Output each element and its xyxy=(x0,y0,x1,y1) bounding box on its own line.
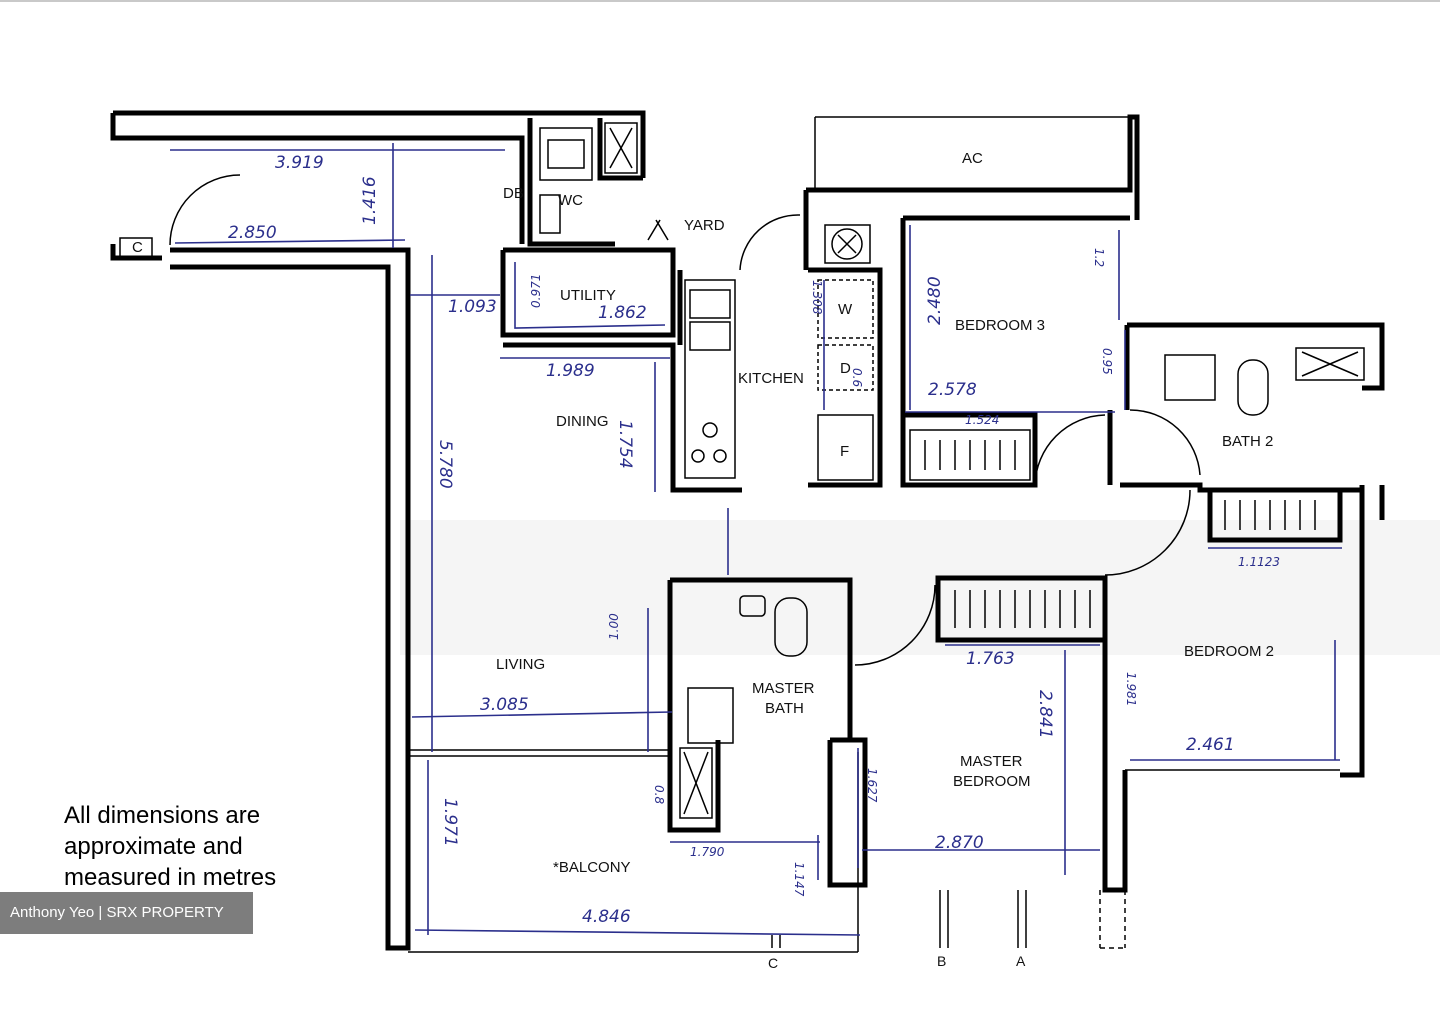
room-master-bath-label-1: MASTER xyxy=(752,680,815,697)
dim-living-short: 1.00 xyxy=(607,613,621,640)
marker-b: B xyxy=(937,953,946,969)
watermark: Anthony Yeo | SRX PROPERTY xyxy=(0,892,253,934)
room-utility-label: UTILITY xyxy=(560,287,616,304)
dim-balcony-short: 1.147 xyxy=(792,862,806,897)
dim-master-bath-side: 0.8 xyxy=(652,785,666,804)
dim-master-side: 1.627 xyxy=(865,768,879,803)
room-bath2-label: BATH 2 xyxy=(1222,433,1273,450)
note-line-1: All dimensions are xyxy=(64,802,261,829)
dim-bedroom2-wardrobe: 1.1123 xyxy=(1238,555,1280,569)
dim-kitchen: 1.308 xyxy=(810,280,824,315)
dimension-lines xyxy=(170,143,1342,936)
room-ac-label: AC xyxy=(962,150,983,167)
room-yard-label: YARD xyxy=(684,217,725,234)
dim-balcony-height: 1.971 xyxy=(440,798,460,847)
dim-master-wardrobe: 1.763 xyxy=(966,649,1015,669)
dim-utility-height: 0.971 xyxy=(529,274,543,308)
room-labels: AC DB WC YARD UTILITY BEDROOM 3 KITCHEN … xyxy=(132,150,1274,876)
room-f-label: F xyxy=(840,443,849,460)
dim-master-width: 2.870 xyxy=(935,833,984,853)
outer-walls xyxy=(110,110,1385,951)
dim-dining-width: 1.989 xyxy=(546,361,595,381)
marker-c: C xyxy=(768,955,778,971)
dim-balcony-side: 1.790 xyxy=(690,845,725,859)
dim-living-height: 5.780 xyxy=(435,440,455,489)
room-master-bedroom-label-1: MASTER xyxy=(960,753,1023,770)
dim-master-height: 2.841 xyxy=(1035,690,1055,739)
room-dining-label: DINING xyxy=(556,413,609,430)
note-line-3: measured in metres xyxy=(64,864,277,891)
dim-bedroom3-width: 2.578 xyxy=(928,380,977,400)
fixtures xyxy=(119,122,1365,949)
dim-entry-height: 1.416 xyxy=(360,176,380,225)
room-w-label: W xyxy=(838,301,853,318)
room-bedroom2-label: BEDROOM 2 xyxy=(1184,643,1274,660)
dim-dining-height: 1.754 xyxy=(615,420,635,469)
top-border xyxy=(0,0,1440,2)
dim-balcony-width: 4.846 xyxy=(582,907,631,927)
room-wc-label: WC xyxy=(558,192,583,209)
marker-a: A xyxy=(1016,953,1026,969)
dim-bedroom2-height: 1.981 xyxy=(1124,672,1138,706)
section-markers: C B A xyxy=(768,953,1026,971)
note-line-2: approximate and xyxy=(64,833,243,860)
dim-bath2: 0.95 xyxy=(1100,348,1114,375)
dim-utility-width: 1.862 xyxy=(598,303,647,323)
room-db-label: DB xyxy=(503,185,524,202)
dim-kitchen-small: 0.6 xyxy=(850,368,864,387)
room-d-label: D xyxy=(840,360,851,377)
dim-bedroom2-width: 2.461 xyxy=(1186,735,1235,755)
room-living-label: LIVING xyxy=(496,656,545,673)
room-kitchen-label: KITCHEN xyxy=(738,370,804,387)
dim-entry-width: 3.919 xyxy=(275,153,324,173)
dim-living-width: 3.085 xyxy=(480,695,529,715)
dim-entry-inner: 2.850 xyxy=(228,223,277,243)
dimensions-note: All dimensions are approximate and measu… xyxy=(64,800,364,893)
room-store-label: C xyxy=(132,239,143,256)
room-balcony-label: *BALCONY xyxy=(553,859,631,876)
dim-utility-side: 1.093 xyxy=(448,297,497,317)
room-master-bedroom-label-2: BEDROOM xyxy=(953,773,1031,790)
doors xyxy=(169,174,1201,666)
dimension-labels: 3.919 1.416 2.850 1.093 0.971 1.862 1.98… xyxy=(228,153,1280,927)
dim-bedroom3-side: 1.2 xyxy=(1092,248,1106,267)
dim-bedroom3-height: 2.480 xyxy=(925,276,945,325)
room-master-bath-label-2: BATH xyxy=(765,700,804,717)
room-bedroom3-label: BEDROOM 3 xyxy=(955,317,1045,334)
dim-bedroom3-wardrobe: 1.524 xyxy=(965,413,999,427)
